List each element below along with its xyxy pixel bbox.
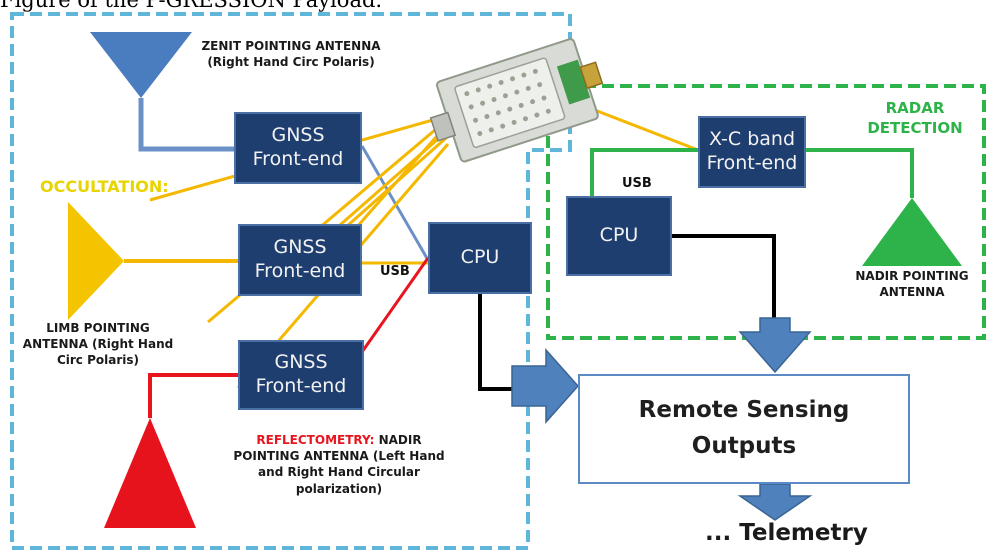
reflectometry-line4: polarization) bbox=[295, 481, 383, 496]
cpu-main-output-cable bbox=[478, 291, 514, 391]
xc-band-line1: X-C band bbox=[708, 128, 796, 151]
nadir-feed-line bbox=[148, 373, 238, 418]
zenit-label-line2: (Right Hand Circ Polaris) bbox=[207, 55, 375, 70]
usb-label-radar: USB bbox=[622, 176, 652, 191]
limb-label-line2: ANTENNA (Right Hand bbox=[22, 337, 174, 352]
radar-label-line2: DETECTION bbox=[867, 119, 963, 138]
cpu-radar-output-cable bbox=[672, 234, 776, 318]
nadir-radar-line2: ANTENNA bbox=[879, 285, 945, 300]
radar-to-outputs-arrow bbox=[738, 317, 812, 374]
cpu-to-outputs-arrow bbox=[511, 348, 580, 424]
nadir-radar-antenna-icon bbox=[862, 198, 962, 266]
radar-feed-line bbox=[590, 148, 698, 197]
nadir-radar-line1: NADIR POINTING bbox=[855, 269, 969, 283]
telemetry-label: ... Telemetry bbox=[705, 520, 868, 546]
gnss-front-end-1-line1: GNSS bbox=[271, 124, 325, 147]
cpu-main-block: CPU bbox=[428, 222, 532, 294]
reflectometry-line2: POINTING ANTENNA (Left Hand bbox=[233, 449, 445, 464]
gnss-front-end-3-line2: Front-end bbox=[255, 375, 347, 397]
zenit-label-line1: ZENIT POINTING ANTENNA bbox=[201, 39, 381, 53]
nadir-reflectometry-antenna-icon bbox=[104, 418, 196, 528]
gnss-front-end-2-line1: GNSS bbox=[273, 236, 327, 259]
limb-label-line3: Circ Polaris) bbox=[56, 353, 140, 368]
gnss3-cpu-cable bbox=[360, 257, 430, 353]
occultation-label: OCCULTATION: bbox=[40, 177, 169, 196]
usb-label-main: USB bbox=[380, 264, 410, 279]
zenit-feed-line bbox=[138, 98, 234, 152]
xc-band-line2: Front-end bbox=[706, 152, 798, 174]
gnss-front-end-1-line2: Front-end bbox=[252, 148, 344, 170]
radar-antenna-line bbox=[806, 148, 914, 198]
figure-caption-fragment: Figure of the P-GRESSION Payload. bbox=[0, 0, 383, 12]
receiver-board-icon bbox=[429, 38, 604, 163]
radar-detection-label: RADAR DETECTION bbox=[850, 98, 980, 139]
signal-ray-4 bbox=[354, 127, 446, 229]
gnss-front-end-block-1: GNSS Front-end bbox=[234, 112, 362, 184]
reflectometry-prefix: REFLECTOMETRY: bbox=[256, 433, 375, 447]
gnss1-cpu-cable bbox=[360, 145, 430, 261]
nadir-radar-antenna-label: NADIR POINTING ANTENNA bbox=[834, 268, 990, 300]
limb-antenna-label: LIMB POINTING ANTENNA (Right Hand Circ P… bbox=[16, 320, 180, 369]
cpu-main-label: CPU bbox=[460, 246, 500, 269]
gnss-front-end-3-line1: GNSS bbox=[274, 351, 328, 374]
xc-band-front-end-block: X-C band Front-end bbox=[698, 116, 806, 188]
outputs-line1: Remote Sensing bbox=[638, 397, 850, 424]
gnss-front-end-2-line2: Front-end bbox=[254, 260, 346, 282]
reflectometry-line1: REFLECTOMETRY: NADIR bbox=[226, 432, 452, 448]
zenit-antenna-icon bbox=[90, 32, 192, 98]
gnss-front-end-block-2: GNSS Front-end bbox=[238, 224, 362, 296]
limb-antenna-icon bbox=[68, 202, 124, 320]
reflectometry-label: REFLECTOMETRY: NADIR POINTING ANTENNA (L… bbox=[226, 432, 452, 497]
payload-dashed-outline bbox=[10, 12, 572, 550]
reflectometry-rest1: NADIR bbox=[374, 433, 422, 447]
radar-label-line1: RADAR bbox=[885, 99, 945, 117]
outputs-line2: Outputs bbox=[691, 433, 797, 459]
limb-label-line1: LIMB POINTING bbox=[46, 321, 150, 335]
cpu-radar-block: CPU bbox=[566, 196, 672, 276]
reflectometry-line3: and Right Hand Circular bbox=[258, 465, 420, 480]
outputs-to-telemetry-arrow bbox=[737, 483, 813, 521]
gnss-front-end-block-3: GNSS Front-end bbox=[238, 340, 364, 410]
remote-sensing-outputs-box: Remote Sensing Outputs bbox=[578, 374, 910, 484]
cpu-radar-label: CPU bbox=[599, 224, 639, 247]
zenit-antenna-label: ZENIT POINTING ANTENNA (Right Hand Circ … bbox=[186, 38, 396, 70]
